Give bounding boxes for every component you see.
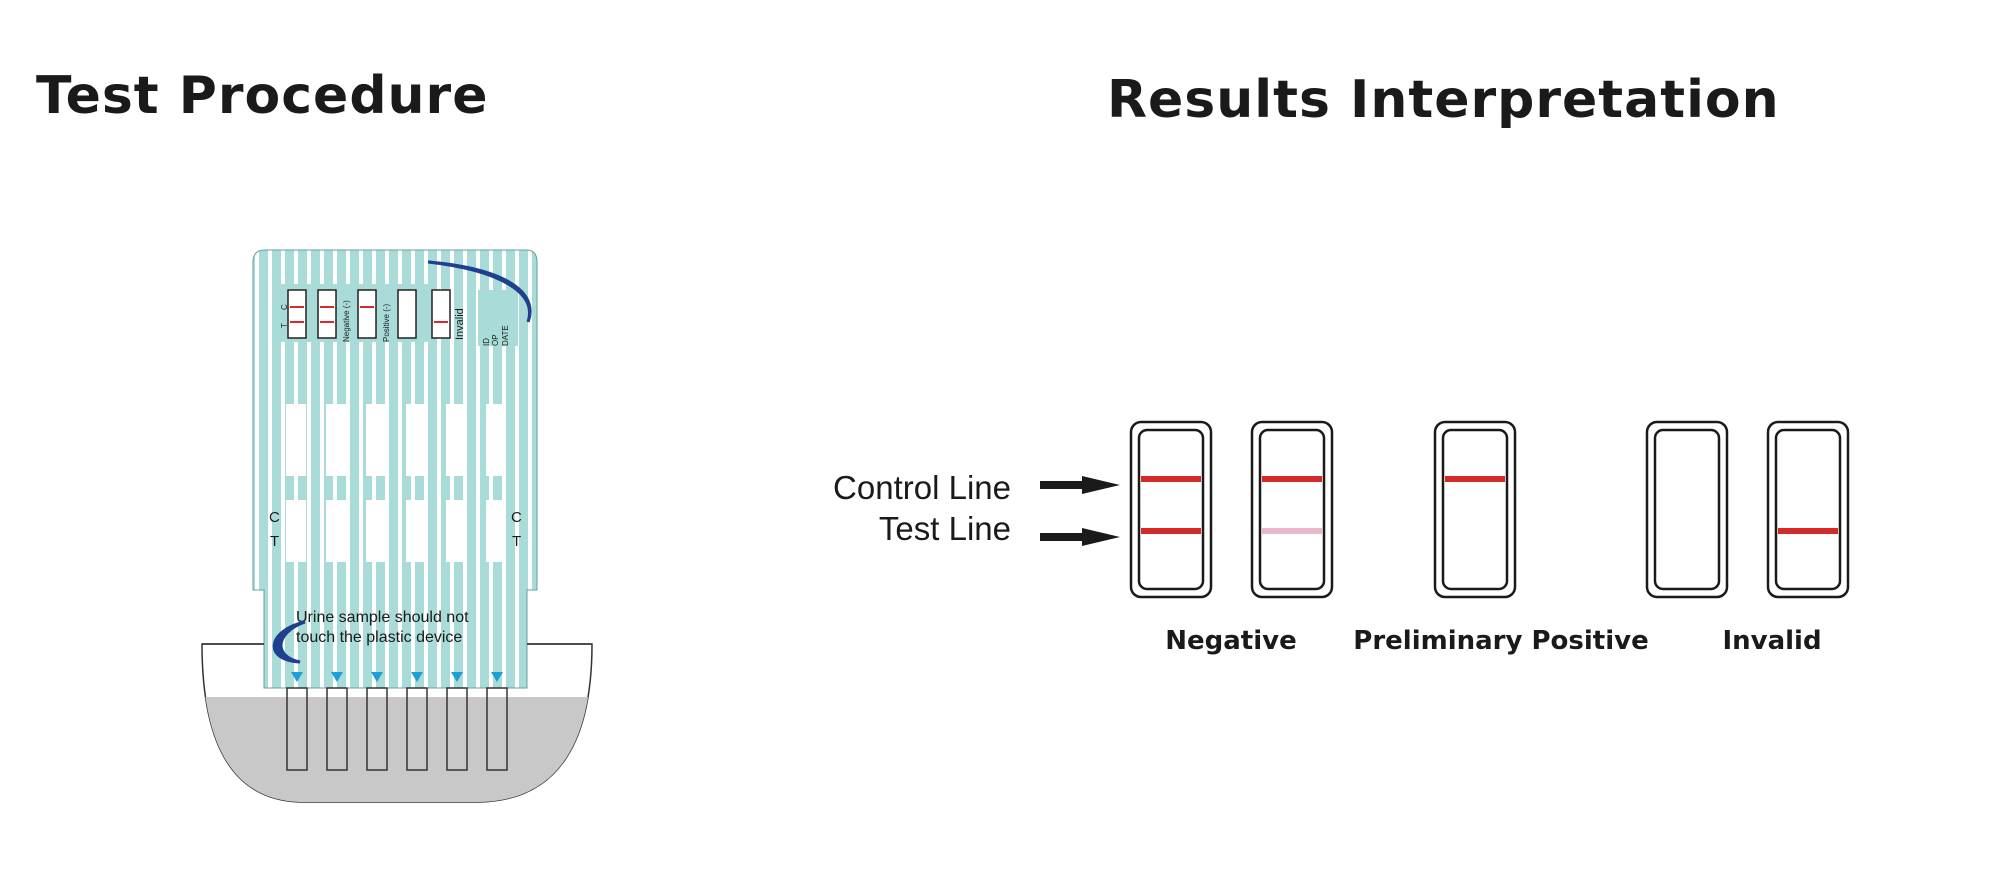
result-cassette-invalid-2 — [1766, 420, 1850, 599]
result-cassette-negative-1 — [1129, 420, 1213, 599]
urine-liquid — [202, 697, 592, 802]
header-result-guide: T C Negative (-) Positive (-) Invalid — [280, 289, 466, 342]
control-arrow — [1040, 476, 1120, 494]
header-label-positive: Positive (-) — [382, 303, 391, 342]
results-legend: Control Line Test Line — [833, 469, 1120, 547]
header-label-negative: Negative (-) — [342, 300, 351, 342]
test-windows-lower — [286, 500, 506, 562]
category-preliminary-positive: Preliminary Positive — [1353, 626, 1648, 656]
result-cassette-negative-2 — [1250, 420, 1334, 599]
header-label-invalid: Invalid — [454, 308, 466, 340]
window-marker-right-c: C — [511, 509, 522, 526]
test-procedure-title: Test Procedure — [36, 66, 489, 126]
swoosh-bottom — [272, 620, 306, 664]
results-interpretation-title: Results Interpretation — [1107, 70, 1780, 130]
side-label-id: ID — [482, 338, 491, 346]
side-label-op: OP — [491, 334, 500, 346]
submerged-strips — [286, 687, 508, 771]
window-marker-left-c: C — [269, 509, 280, 526]
test-card: T C Negative (-) Positive (-) Invalid ID… — [252, 249, 538, 689]
window-marker-right-t: T — [512, 533, 521, 550]
header-label-c: C — [280, 304, 289, 310]
dip-markers — [291, 672, 503, 682]
window-marker-left-t: T — [270, 533, 279, 550]
test-windows-upper — [286, 404, 506, 476]
test-line-label: Test Line — [879, 510, 1011, 547]
category-invalid: Invalid — [1722, 626, 1821, 656]
test-arrow — [1040, 528, 1120, 546]
urine-note-line-2: touch the plastic device — [296, 629, 462, 646]
category-negative: Negative — [1165, 626, 1296, 656]
drug-test-device-illustration: T C Negative (-) Positive (-) Invalid ID… — [201, 249, 593, 803]
urine-note-line-1: Urine sample should not — [296, 609, 469, 626]
result-cassette-invalid-1 — [1645, 420, 1729, 599]
result-cassette-positive — [1433, 420, 1517, 599]
header-label-t: T — [280, 323, 289, 328]
swoosh-top — [427, 260, 532, 323]
control-line-label: Control Line — [833, 469, 1011, 506]
side-label-date: DATE — [501, 325, 510, 346]
